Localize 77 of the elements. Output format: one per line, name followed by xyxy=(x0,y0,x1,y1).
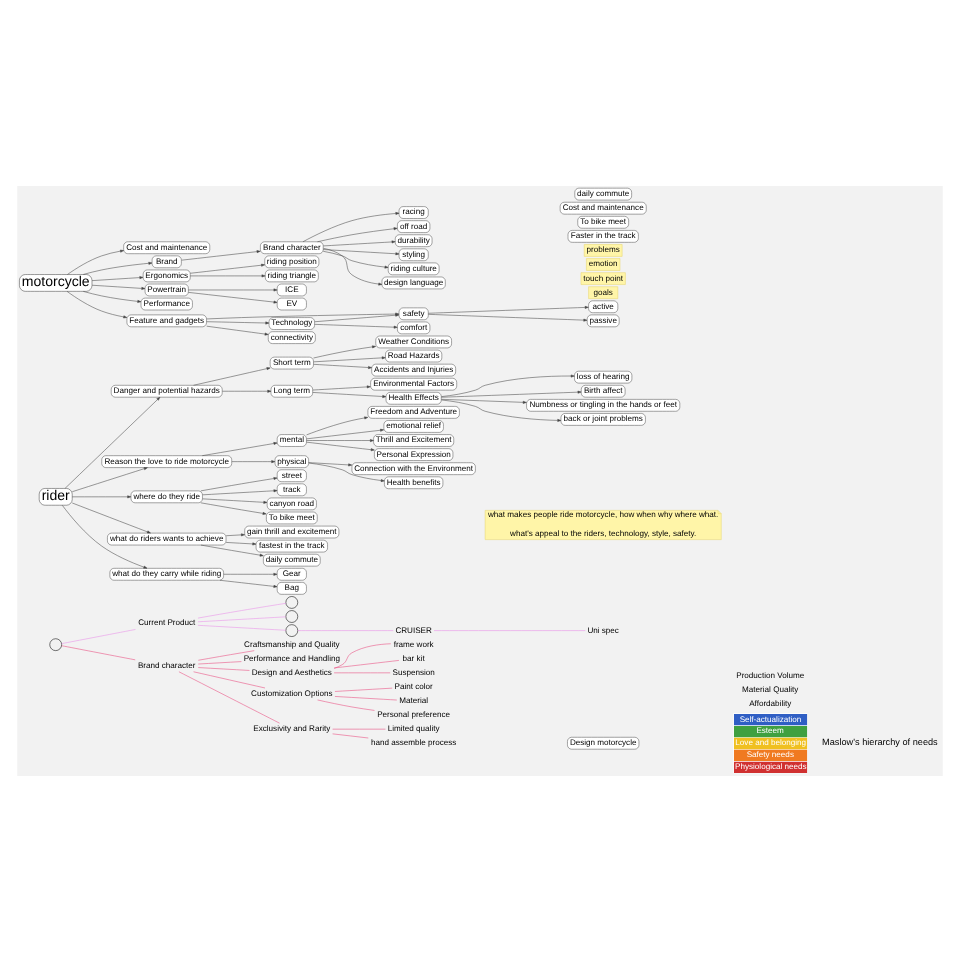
arrow xyxy=(323,248,400,255)
arrow xyxy=(219,579,278,587)
connector xyxy=(317,698,375,710)
arrow xyxy=(66,290,128,318)
node-circle xyxy=(49,637,62,650)
arrow xyxy=(313,344,376,358)
arrow xyxy=(314,323,398,328)
connector xyxy=(197,660,242,664)
connector xyxy=(297,629,394,630)
connector xyxy=(193,670,266,688)
connector xyxy=(333,659,400,668)
arrow xyxy=(91,275,144,280)
connector xyxy=(197,602,287,618)
arrow xyxy=(306,440,375,451)
arrow xyxy=(323,239,396,246)
arrow xyxy=(83,260,153,274)
arrow xyxy=(91,283,146,289)
connector xyxy=(197,615,287,622)
arrow xyxy=(202,497,268,503)
arrow xyxy=(190,273,266,277)
arrow xyxy=(62,504,148,568)
arrow xyxy=(188,291,278,303)
arrow xyxy=(200,476,278,491)
arrow xyxy=(83,290,142,302)
connector xyxy=(433,629,586,630)
arrow xyxy=(441,398,527,403)
arrow xyxy=(71,494,132,498)
arrow xyxy=(323,247,383,285)
arrow xyxy=(200,501,267,514)
connector xyxy=(61,644,136,660)
connector xyxy=(334,695,398,700)
arrow xyxy=(202,441,278,455)
arrow xyxy=(312,384,371,390)
arrow xyxy=(428,313,588,321)
arrow xyxy=(302,211,400,241)
connector xyxy=(198,649,255,660)
arrow xyxy=(206,320,270,324)
arrow xyxy=(441,398,562,421)
node-circle xyxy=(285,609,299,622)
arrow xyxy=(222,388,272,392)
arrow xyxy=(71,501,151,533)
node-circle xyxy=(285,595,299,608)
connector xyxy=(61,628,136,643)
arrow xyxy=(71,466,148,491)
arrow xyxy=(225,532,245,536)
connector xyxy=(197,624,287,630)
arrow xyxy=(202,488,278,495)
arrow xyxy=(441,373,575,396)
connector xyxy=(333,642,392,668)
arrow xyxy=(308,461,385,481)
arrow xyxy=(188,287,278,291)
arrow xyxy=(181,249,261,260)
node-circle xyxy=(285,623,299,636)
arrow xyxy=(428,305,589,313)
connector xyxy=(178,670,280,723)
arrow xyxy=(323,250,389,268)
arrow xyxy=(317,226,398,242)
arrow xyxy=(312,391,387,397)
arrow xyxy=(231,459,276,463)
arrow xyxy=(441,389,582,397)
arrow xyxy=(223,571,278,575)
arrow xyxy=(200,543,264,556)
arrow xyxy=(206,324,269,335)
arrow xyxy=(64,396,161,488)
arrow xyxy=(306,427,384,439)
arrow xyxy=(225,541,257,545)
arrow xyxy=(190,262,265,273)
connector xyxy=(334,686,393,691)
arrow xyxy=(67,248,124,274)
arrow xyxy=(313,355,386,362)
connector xyxy=(332,732,369,738)
arrow xyxy=(306,415,369,435)
arrow xyxy=(306,438,374,441)
arrow xyxy=(308,461,353,466)
connector xyxy=(197,666,250,670)
arrow xyxy=(313,363,372,368)
arrow xyxy=(193,366,271,385)
